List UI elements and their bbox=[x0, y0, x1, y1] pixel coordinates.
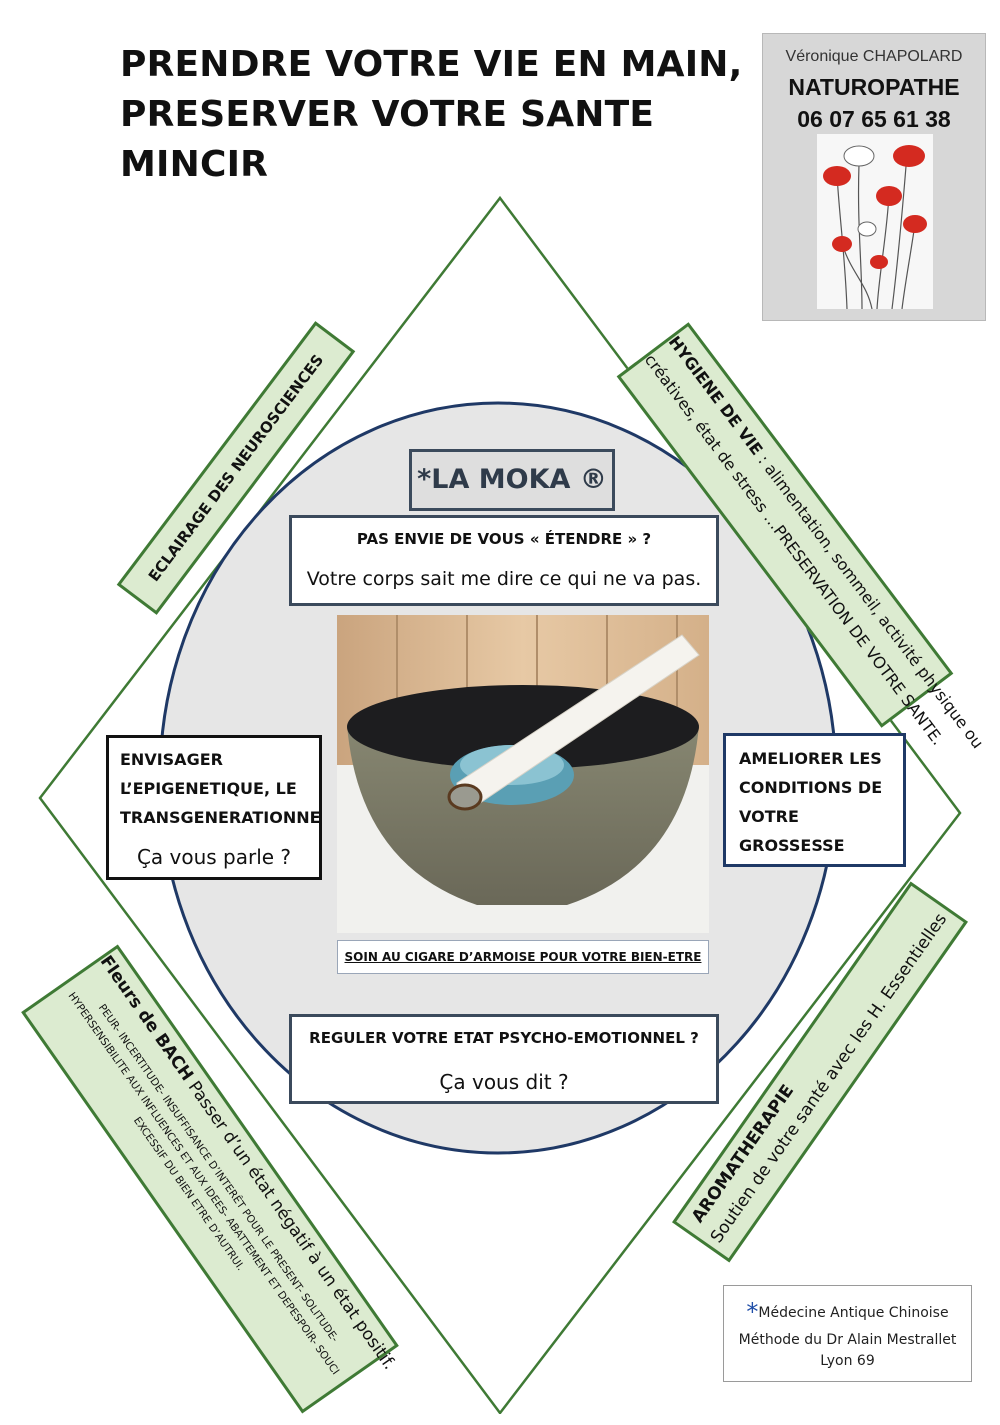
la-moka-brand: *LA MOKA ® bbox=[409, 449, 615, 511]
question-grossesse-title: AMELIORER LES CONDITIONS DE VOTRE GROSSE… bbox=[739, 744, 882, 860]
question-psycho-text: Ça vous dit ? bbox=[439, 1070, 569, 1094]
title-line-1: PRENDRE VOTRE VIE EN MAIN, bbox=[120, 44, 743, 85]
epi-line-3: TRANSGENERATIONNE bbox=[120, 808, 321, 827]
question-psycho-title: REGULER VOTRE ETAT PSYCHO-EMOTIONNEL ? bbox=[309, 1029, 699, 1047]
question-epigenetique-title: ENVISAGER L’EPIGENETIQUE, LE TRANSGENERA… bbox=[120, 745, 321, 832]
footnote-line-1: *Médecine Antique Chinoise bbox=[724, 1298, 971, 1326]
footnote-line-2: Méthode du Dr Alain Mestrallet bbox=[738, 1332, 957, 1348]
epi-line-1: ENVISAGER bbox=[120, 750, 223, 769]
question-epigenetique-text: Ça vous parle ? bbox=[136, 845, 292, 869]
contact-card: Véronique CHAPOLARD NATUROPATHE 06 07 65… bbox=[762, 33, 986, 321]
practitioner-name: Véronique CHAPOLARD bbox=[785, 48, 963, 65]
footnote-line-3: Lyon 69 bbox=[820, 1353, 875, 1369]
bowl-with-mugwort-cigar-photo bbox=[337, 615, 709, 933]
question-psycho-emotionnel: REGULER VOTRE ETAT PSYCHO-EMOTIONNEL ? Ç… bbox=[289, 1014, 719, 1104]
poppy-flowers-illustration bbox=[817, 134, 933, 310]
question-etendre: PAS ENVIE DE VOUS « ÉTENDRE » ? Votre co… bbox=[289, 515, 719, 606]
title-line-2: PRESERVER VOTRE SANTE bbox=[120, 94, 655, 135]
footnote-box: *Médecine Antique Chinoise Méthode du Dr… bbox=[723, 1285, 972, 1382]
footnote-method: Médecine Antique Chinoise bbox=[758, 1305, 949, 1321]
footnote-asterisk: * bbox=[746, 1298, 759, 1326]
question-etendre-title: PAS ENVIE DE VOUS « ÉTENDRE » ? bbox=[356, 530, 652, 548]
practitioner-role: NATUROPATHE bbox=[788, 74, 960, 100]
title-line-3: MINCIR bbox=[120, 144, 269, 185]
phone-number[interactable]: 06 07 65 61 38 bbox=[797, 106, 951, 132]
question-epigenetique: ENVISAGER L’EPIGENETIQUE, LE TRANSGENERA… bbox=[106, 735, 322, 880]
epi-line-2: L’EPIGENETIQUE, LE bbox=[120, 779, 297, 798]
gross-line-1: AMELIORER LES bbox=[739, 749, 882, 768]
question-etendre-text: Votre corps sait me dire ce qui ne va pa… bbox=[306, 568, 702, 590]
gross-line-4: GROSSESSE bbox=[739, 836, 845, 855]
gross-line-3: VOTRE bbox=[739, 807, 799, 826]
question-grossesse: AMELIORER LES CONDITIONS DE VOTRE GROSSE… bbox=[723, 733, 906, 867]
page-title: PRENDRE VOTRE VIE EN MAIN, PRESERVER VOT… bbox=[120, 40, 743, 190]
gross-line-2: CONDITIONS DE bbox=[739, 778, 883, 797]
photo-caption: SOIN AU CIGARE D’ARMOISE POUR VOTRE BIEN… bbox=[337, 940, 709, 974]
